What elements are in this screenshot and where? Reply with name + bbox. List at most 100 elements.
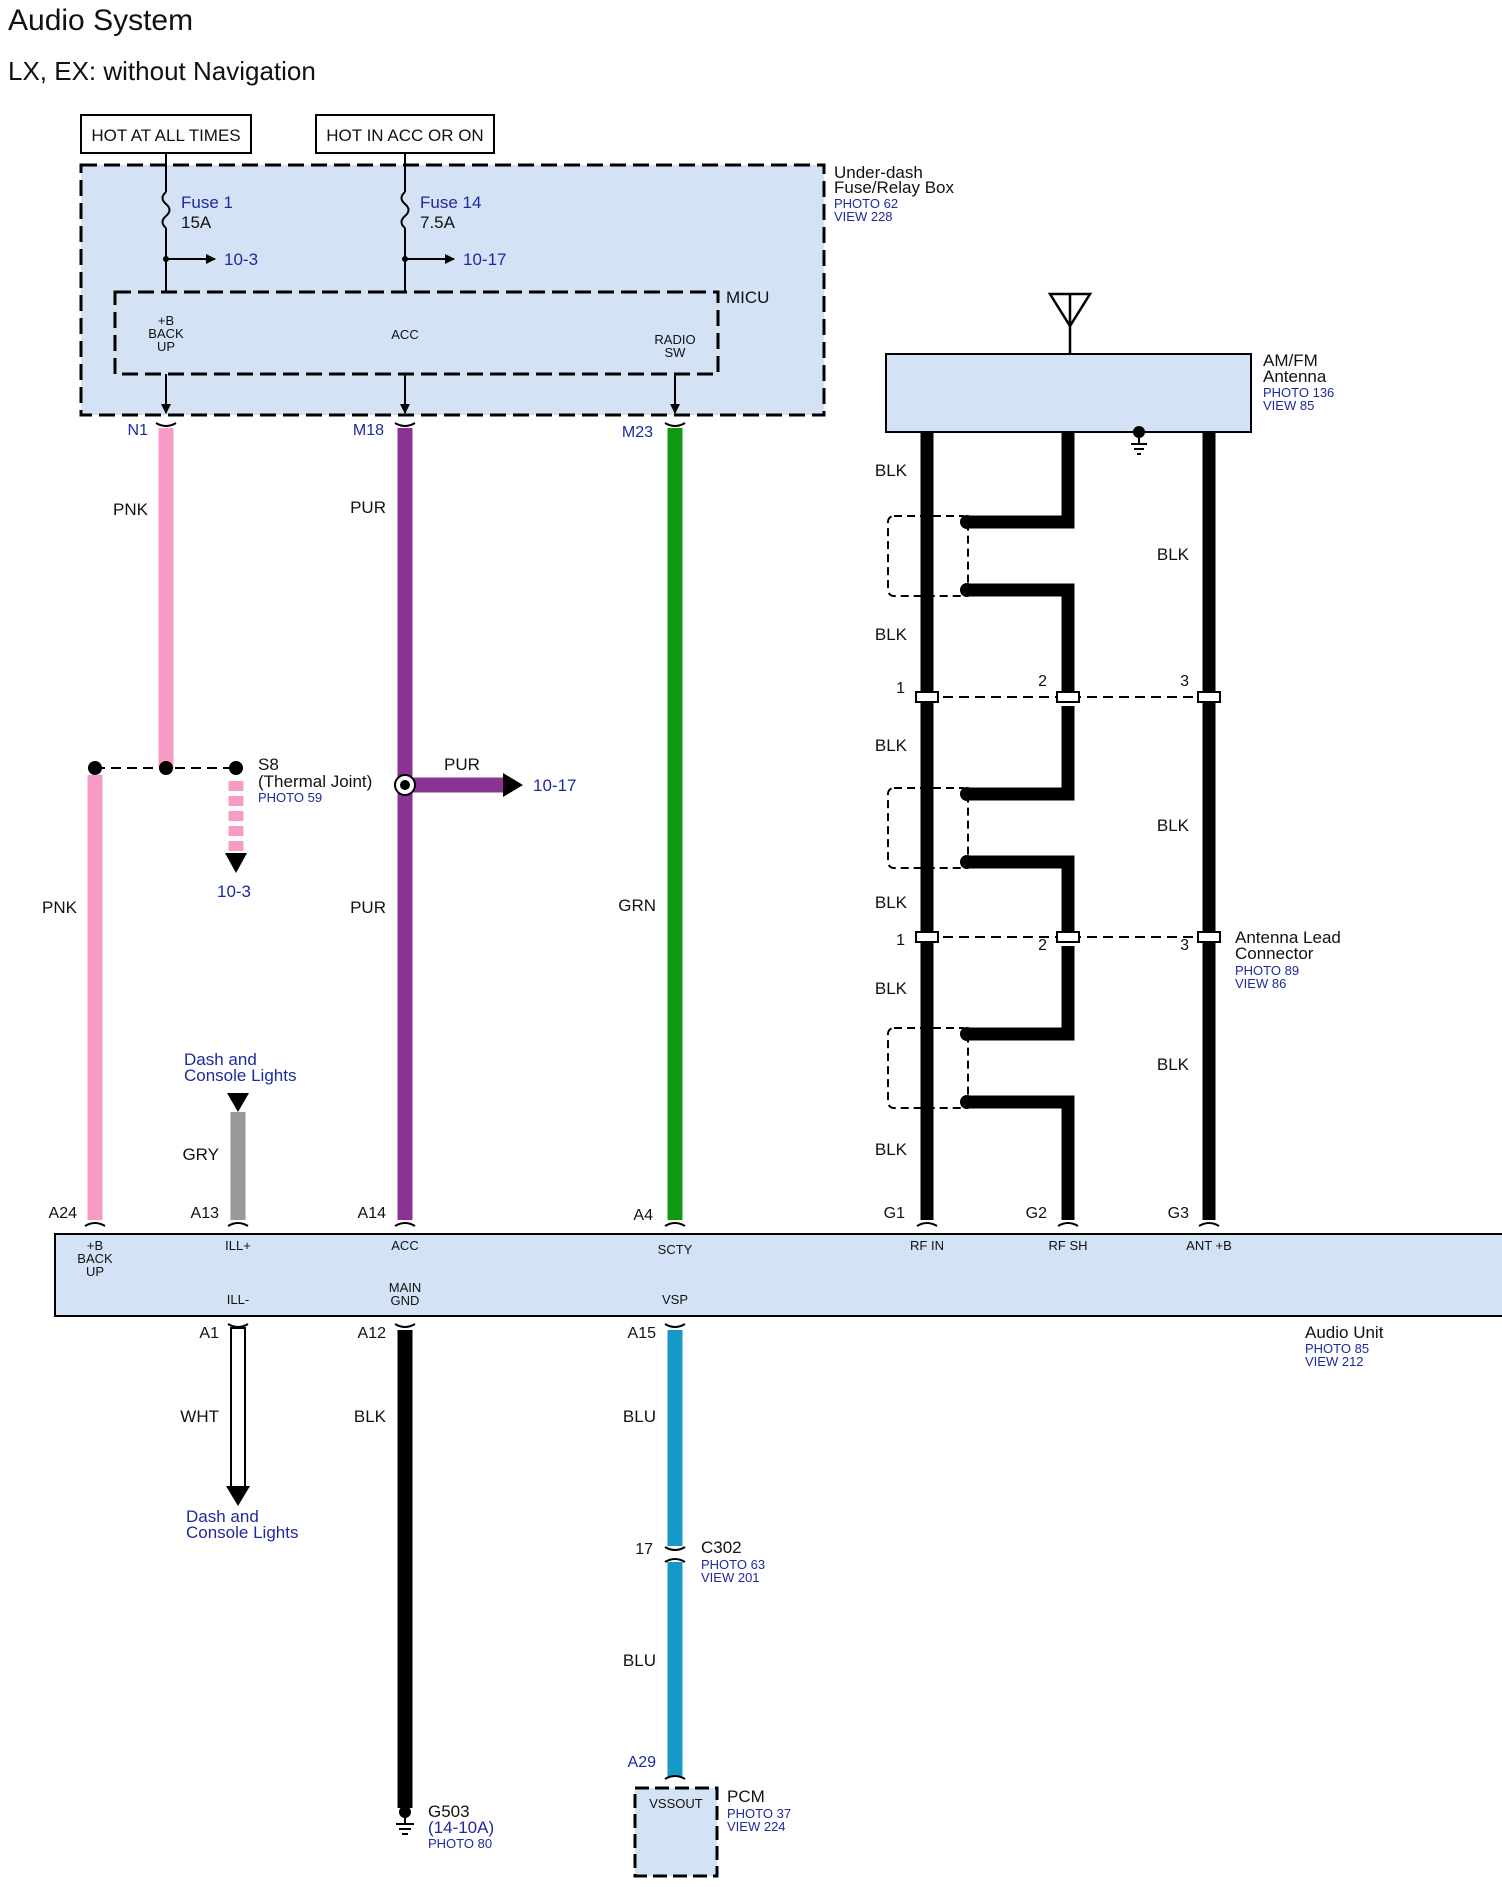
hot-acc-on-label: HOT IN ACC OR ON	[326, 126, 483, 145]
page-title: Audio System	[8, 4, 193, 37]
wire-pnk-label-bottom: PNK	[42, 898, 78, 917]
au-label-rf-in: RF IN	[910, 1238, 944, 1253]
fuse1-rating: 15A	[181, 213, 212, 232]
pcm-signal: VSSOUT	[649, 1796, 703, 1811]
au-label-scty: SCTY	[658, 1242, 693, 1257]
pin-a1: A1	[199, 1325, 219, 1342]
wire-pur-label-branch: PUR	[444, 755, 480, 774]
connector-m18: M18	[353, 422, 384, 439]
s8-photo: PHOTO 59	[258, 790, 322, 805]
au-label-backup-1: +B	[87, 1238, 103, 1253]
pcm-photo: PHOTO 37	[727, 1806, 791, 1821]
au-label-backup-3: UP	[86, 1264, 104, 1279]
pcm-box	[633, 1786, 719, 1878]
antenna-name-2: Antenna	[1263, 367, 1327, 386]
fuse-box-view: VIEW 228	[834, 209, 893, 224]
blk-label-4: BLK	[875, 893, 908, 912]
au-label-main-gnd-2: GND	[391, 1293, 420, 1308]
page-subtitle: LX, EX: without Navigation	[8, 56, 316, 86]
antenna-lead-name-1: Antenna Lead	[1235, 928, 1341, 947]
pin-a12: A12	[358, 1325, 387, 1342]
fuse14-rating: 7.5A	[420, 213, 456, 232]
pin-g3: G3	[1168, 1205, 1189, 1222]
audio-unit-box	[54, 1233, 1502, 1317]
antenna-photo: PHOTO 136	[1263, 385, 1334, 400]
pin-a24: A24	[49, 1205, 78, 1222]
wire-rf-sh-seg1	[967, 432, 1075, 692]
lead-conn-pin3: 3	[1180, 937, 1189, 954]
fuse14-icon	[400, 191, 410, 229]
wire-blk-gnd-label: BLK	[354, 1407, 387, 1426]
hot-acc-on-box	[315, 114, 495, 154]
wire-grn-label: GRN	[618, 896, 656, 915]
blk-label-3: BLK	[875, 736, 908, 755]
audio-unit-name: Audio Unit	[1305, 1323, 1384, 1342]
micu-pin-radio-2: SW	[665, 345, 687, 360]
pcm-name: PCM	[727, 1787, 765, 1806]
wire-blu-label-top: BLU	[623, 1407, 656, 1426]
ground-name: G503	[428, 1802, 470, 1821]
audio-unit-photo: PHOTO 85	[1305, 1341, 1369, 1356]
wire-blu-label-bottom: BLU	[623, 1651, 656, 1670]
c302-pin: 17	[635, 1541, 653, 1558]
au-label-ant-b: ANT +B	[1186, 1238, 1232, 1253]
upper-conn-pin1: 1	[896, 680, 905, 697]
s8-node-right	[229, 761, 243, 775]
fuse-box-name-1: Under-dash	[834, 163, 923, 182]
s8-ref: 10-3	[217, 882, 251, 901]
wire-pur-label-top: PUR	[350, 498, 386, 517]
dash-lights-out-arrow	[226, 1486, 250, 1506]
micu-pin-radio-1: RADIO	[654, 332, 695, 347]
shield-2	[887, 787, 969, 869]
fuse1-ref: 10-3	[224, 250, 258, 269]
fuse1-icon	[161, 191, 171, 229]
s8-node-mid	[159, 761, 173, 775]
antenna-lead-photo: PHOTO 89	[1235, 963, 1299, 978]
au-label-rf-sh: RF SH	[1049, 1238, 1088, 1253]
upper-conn-pin2: 2	[1038, 673, 1047, 690]
wire-wht-label: WHT	[180, 1407, 219, 1426]
pin-g2: G2	[1026, 1205, 1047, 1222]
antenna-lead-name-2: Connector	[1235, 944, 1314, 963]
dash-lights-bottom-2: Console Lights	[186, 1523, 298, 1542]
blk-label-1: BLK	[875, 461, 908, 480]
au-label-ill-plus: ILL+	[225, 1238, 251, 1253]
antenna-box	[885, 353, 1252, 433]
wire-pur-label-bottom: PUR	[350, 898, 386, 917]
pur-branch-ref: 10-17	[533, 776, 576, 795]
wire-gry-label: GRY	[182, 1145, 219, 1164]
micu-pin-acc: ACC	[391, 327, 418, 342]
blk-label-8: BLK	[1157, 816, 1190, 835]
au-label-ill-minus: ILL-	[227, 1292, 249, 1307]
s8-name: S8	[258, 755, 279, 774]
antenna-name-1: AM/FM	[1263, 351, 1318, 370]
pin-a15: A15	[628, 1325, 657, 1342]
au-label-main-gnd-1: MAIN	[389, 1280, 422, 1295]
pin-g1: G1	[884, 1205, 905, 1222]
lead-conn-pin1: 1	[896, 932, 905, 949]
blk-label-5: BLK	[875, 979, 908, 998]
dash-lights-top-2: Console Lights	[184, 1066, 296, 1085]
blk-label-6: BLK	[875, 1140, 908, 1159]
micu-pin-backup-2: BACK	[148, 326, 184, 341]
c302-name: C302	[701, 1538, 742, 1557]
au-label-backup-2: BACK	[77, 1251, 113, 1266]
lead-conn-pin2: 2	[1038, 937, 1047, 954]
hot-all-times-box	[80, 114, 252, 154]
antenna-view: VIEW 85	[1263, 398, 1314, 413]
dash-lights-in-arrow	[227, 1093, 249, 1112]
fuse-box-photo: PHOTO 62	[834, 196, 898, 211]
s8-ref-arrow	[225, 853, 247, 873]
pcm-pin: A29	[628, 1754, 657, 1771]
micu-name: MICU	[726, 288, 769, 307]
pur-branch-arrow	[503, 773, 523, 797]
wire-pnk-label-top: PNK	[113, 500, 149, 519]
ground-icon	[396, 1818, 414, 1835]
connector-n1: N1	[128, 422, 149, 439]
au-label-vsp: VSP	[662, 1292, 688, 1307]
fuse1-name: Fuse 1	[181, 193, 233, 212]
micu-box	[113, 290, 720, 376]
fuse-box-name-2: Fuse/Relay Box	[834, 178, 954, 197]
blk-label-7: BLK	[1157, 545, 1190, 564]
